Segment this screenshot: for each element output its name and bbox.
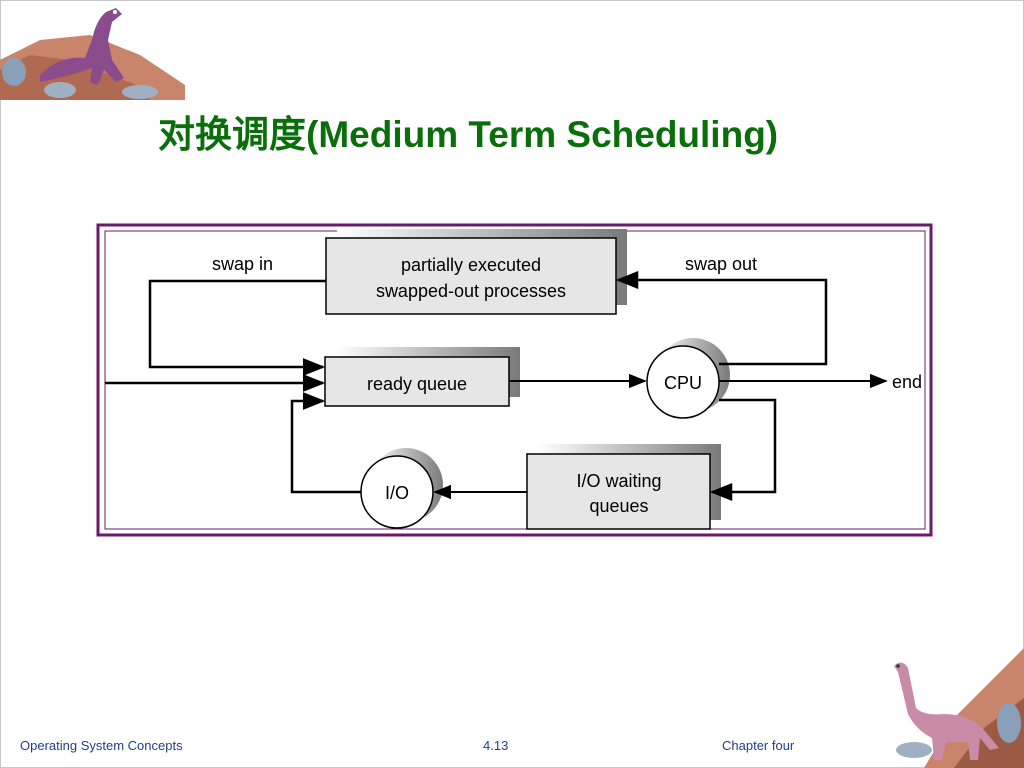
io-waiting-label-2: queues [589,496,648,516]
swap-in-arrow [148,279,326,376]
swapped-out-box [325,237,617,315]
swap-out-arrow [615,271,828,366]
io-waiting-label-1: I/O waiting [576,471,661,491]
ready-queue-box [324,356,510,407]
cpu-label: CPU [664,373,702,393]
io-label: I/O [385,483,409,503]
end-label: end [892,372,922,392]
dinosaur-bottom-icon [894,648,1024,768]
io-waiting-box [526,453,711,530]
footer-center: 4.13 [483,738,509,753]
cpu-to-io-waiting-arrow [709,398,777,501]
footer-left: Operating System Concepts [20,738,183,753]
io-to-ready-arrow [290,392,361,494]
dinosaur-top-icon [0,8,185,100]
diagram-frame-outer [96,223,933,537]
swap-in-label: swap in [212,254,273,274]
ready-queue-label: ready queue [367,374,467,394]
swap-out-label: swap out [685,254,757,274]
swapped-out-label-1: partially executed [401,255,541,275]
swapped-out-label-2: swapped-out processes [376,281,566,301]
page-title: 对换调度(Medium Term Scheduling) [158,114,779,155]
footer-right: Chapter four [722,738,795,753]
